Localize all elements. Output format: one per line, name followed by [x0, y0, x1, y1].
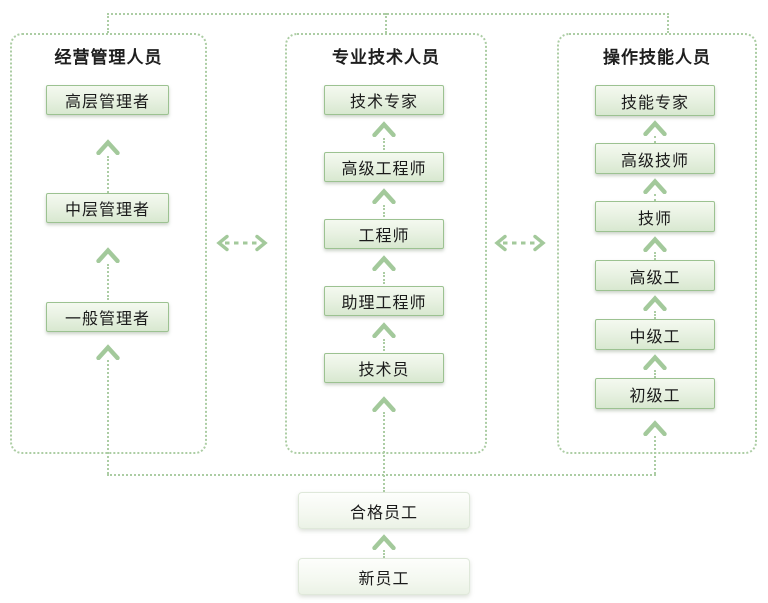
up-arrow-icon	[372, 121, 396, 137]
up-arrow-icon	[372, 396, 396, 412]
top-connector-drop-left	[107, 13, 109, 33]
up-arrow-icon	[372, 534, 396, 550]
connector-line	[107, 264, 109, 300]
connector-line	[654, 136, 656, 143]
level-box-senior-worker: 高级工	[595, 260, 715, 291]
up-arrow-icon	[372, 188, 396, 204]
level-box-skill-expert: 技能专家	[595, 85, 715, 116]
up-arrow-icon	[643, 236, 667, 252]
up-arrow-icon	[643, 420, 667, 436]
bidirectional-arrow-icon	[494, 234, 546, 252]
management-column-title: 经营管理人员	[54, 48, 163, 67]
connector-line	[383, 412, 385, 492]
bidirectional-arrow-icon	[216, 234, 268, 252]
professional-column-title: 专业技术人员	[332, 48, 440, 67]
professional-column-frame	[285, 33, 487, 454]
level-box-tech-expert: 技术专家	[324, 85, 444, 115]
new-employee-box: 新员工	[298, 558, 470, 595]
connector-line	[654, 252, 656, 260]
connector-line	[383, 339, 385, 351]
connector-line	[107, 156, 109, 193]
connector-line	[383, 205, 385, 217]
skills-column-frame	[557, 33, 757, 454]
connector-line	[654, 311, 656, 319]
connector-line	[654, 370, 656, 378]
up-arrow-icon	[643, 354, 667, 370]
connector-line	[383, 138, 385, 150]
up-arrow-icon	[96, 247, 120, 263]
level-box-top-manager: 高层管理者	[46, 85, 169, 115]
connector-line	[383, 550, 385, 558]
skills-column-title: 操作技能人员	[603, 48, 711, 67]
up-arrow-icon	[372, 255, 396, 271]
level-box-general-manager: 一般管理者	[46, 302, 169, 332]
top-connector-line	[107, 13, 669, 15]
level-box-assistant-engineer: 助理工程师	[324, 286, 444, 316]
top-connector-drop-right	[667, 13, 669, 33]
level-box-senior-technician: 高级技师	[595, 143, 715, 174]
up-arrow-icon	[643, 178, 667, 194]
level-box-engineer: 工程师	[324, 219, 444, 249]
level-box-intermediate-worker: 中级工	[595, 319, 715, 350]
connector-line	[107, 360, 109, 474]
up-arrow-icon	[96, 344, 120, 360]
level-box-senior-engineer: 高级工程师	[324, 152, 444, 182]
up-arrow-icon	[643, 120, 667, 136]
level-box-junior-worker: 初级工	[595, 378, 715, 409]
top-connector-drop-middle	[385, 13, 387, 33]
level-box-technician: 技术员	[324, 353, 444, 383]
qualified-employee-box: 合格员工	[298, 492, 470, 529]
up-arrow-icon	[96, 139, 120, 155]
connector-line	[654, 194, 656, 201]
connector-line	[383, 272, 385, 284]
up-arrow-icon	[643, 295, 667, 311]
level-box-middle-manager: 中层管理者	[46, 193, 169, 223]
level-box-technician-skill: 技师	[595, 201, 715, 232]
up-arrow-icon	[372, 322, 396, 338]
connector-line	[654, 436, 656, 474]
bottom-connector-line	[107, 474, 656, 476]
